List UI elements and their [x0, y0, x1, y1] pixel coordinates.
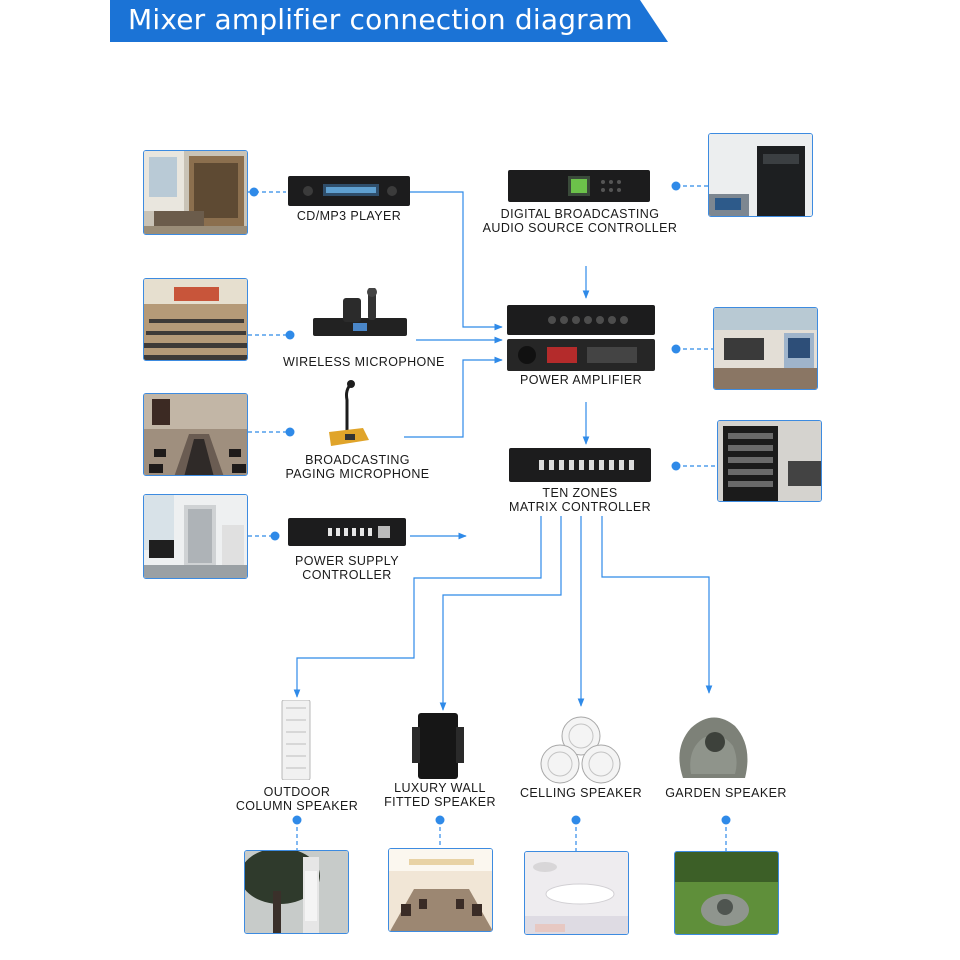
power-amplifier-icon — [507, 305, 655, 371]
garden-speaker-icon — [673, 708, 753, 784]
route-to-luxury — [439, 516, 562, 711]
title-banner: Mixer amplifier connection diagram — [0, 0, 960, 46]
wireless-microphone-icon — [313, 287, 407, 338]
route-paging-to-amp — [404, 356, 503, 438]
tree-column-photo — [244, 850, 349, 934]
ceiling-light-photo — [524, 851, 629, 935]
banner-shape — [110, 0, 668, 42]
route-to-garden — [601, 516, 713, 694]
matrix-controller-icon — [509, 448, 651, 482]
lecture-hall-photo — [143, 278, 248, 361]
route-cd-to-amp — [410, 191, 503, 331]
route-to-outdoor — [293, 516, 542, 698]
office-desk-photo — [713, 307, 818, 390]
digital-broadcasting-controller-icon — [508, 170, 650, 202]
garden-speaker-label: GARDEN SPEAKER — [665, 786, 787, 800]
ceiling-speaker-label: CELLING SPEAKER — [519, 786, 642, 800]
server-room-photo — [143, 494, 248, 579]
outdoor-column-speaker-icon — [279, 699, 313, 781]
page-title: Mixer amplifier connection diagram — [128, 3, 633, 36]
wireless-microphone-label: WIRELESS MICROPHONE — [283, 355, 445, 369]
office-photo — [708, 133, 813, 217]
ceiling-speaker-icon — [538, 716, 624, 784]
classroom-photo — [143, 150, 248, 235]
hallway-photo — [388, 848, 493, 932]
rack-room-photo — [717, 420, 822, 502]
power-supply-controller-icon — [288, 518, 406, 546]
cd-mp3-player-icon — [288, 176, 410, 206]
meeting-room-photo — [143, 393, 248, 476]
lawn-speaker-photo — [674, 851, 779, 935]
cd-mp3-label: CD/MP3 PLAYER — [296, 209, 402, 223]
paging-microphone-icon — [325, 380, 369, 448]
luxury-wall-speaker-icon — [412, 713, 464, 779]
power-amplifier-label: POWER AMPLIFIER — [520, 373, 642, 387]
